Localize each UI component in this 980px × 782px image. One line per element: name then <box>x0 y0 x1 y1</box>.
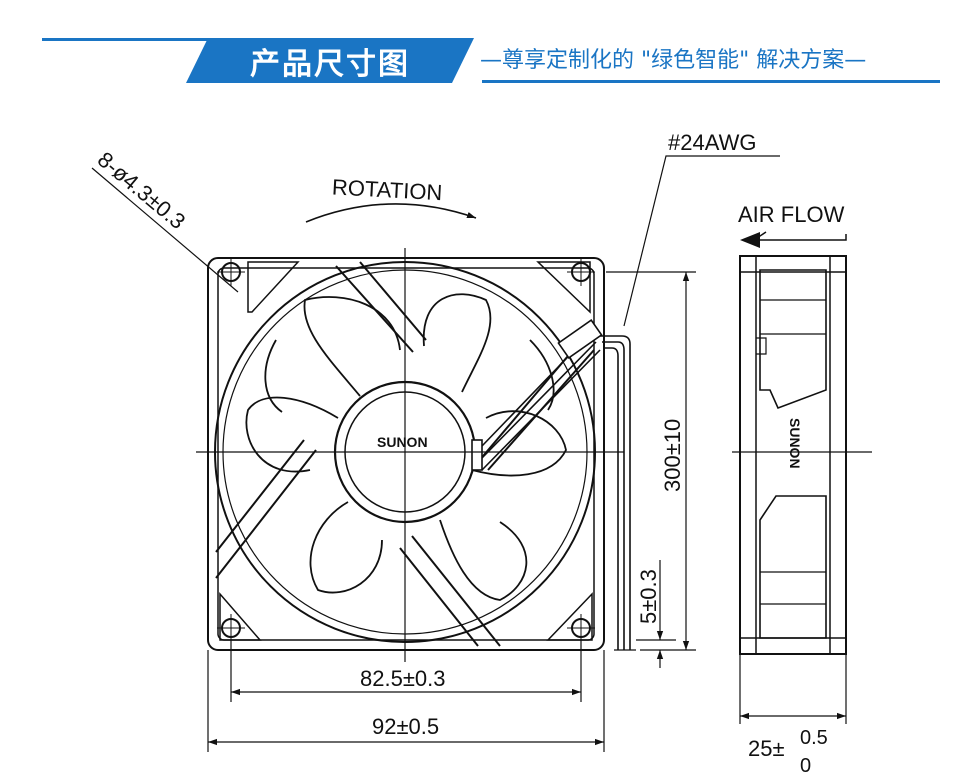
side-rib-lower <box>759 495 827 639</box>
mounting-hole-br <box>567 614 595 642</box>
header-slogan: —尊享定制化的 "绿色智能" 解决方案— <box>480 48 867 73</box>
corner-pad-br <box>546 592 593 641</box>
header-rule-right <box>482 80 940 83</box>
header-rule-left <box>42 38 212 41</box>
fan-blades <box>245 293 567 601</box>
header: 产品尺寸图 —尊享定制化的 "绿色智能" 解决方案— <box>0 0 980 100</box>
rotation-label: ROTATION <box>331 174 443 205</box>
airflow-label: AIR FLOW <box>738 202 845 227</box>
fan-frame-outer <box>207 257 605 651</box>
side-view <box>732 231 872 724</box>
thickness-label-lower: 0 <box>800 755 811 777</box>
mounting-hole-bl <box>217 614 245 642</box>
hub-label: SUNON <box>377 434 428 450</box>
wire-gauge-label: #24AWG <box>668 130 756 155</box>
side-brand-label: SUNON <box>787 418 803 469</box>
hole-pitch-label: 82.5±0.3 <box>360 666 445 691</box>
page-title: 产品尺寸图 <box>250 46 410 82</box>
wire-gauge-leader <box>623 155 780 327</box>
hole-callout-leader <box>91 167 239 293</box>
hole-callout-label: 8-ø4.3±0.3 <box>93 147 190 234</box>
airflow-arrow <box>751 231 847 241</box>
center-lines <box>196 248 624 662</box>
corner-pad-tl <box>247 261 300 313</box>
front-view <box>91 155 780 752</box>
fan-frame-inner <box>217 267 595 641</box>
thickness-label-upper: 0.5 <box>800 727 828 749</box>
thickness-label-base: 25± <box>748 736 785 761</box>
strip-length-dim <box>636 560 676 668</box>
thickness-dim <box>739 654 847 724</box>
frame-size-dim <box>207 650 605 752</box>
corner-pad-bl <box>219 591 262 641</box>
wire-channel <box>471 319 603 471</box>
side-rib-upper <box>759 269 827 410</box>
mounting-hole-tl <box>217 258 245 286</box>
title-banner: 产品尺寸图 <box>186 38 474 83</box>
lead-length-label: 300±10 <box>660 419 685 492</box>
rotation-arrow <box>305 203 477 223</box>
lead-wires <box>600 335 636 651</box>
mounting-hole-tr <box>567 258 595 286</box>
frame-size-label: 92±0.5 <box>372 714 439 739</box>
side-frame <box>739 255 847 655</box>
hole-pitch-dim <box>230 640 582 702</box>
strip-length-label: 5±0.3 <box>636 569 661 624</box>
corner-pad-tr <box>536 261 591 314</box>
lead-length-dim <box>606 271 696 651</box>
